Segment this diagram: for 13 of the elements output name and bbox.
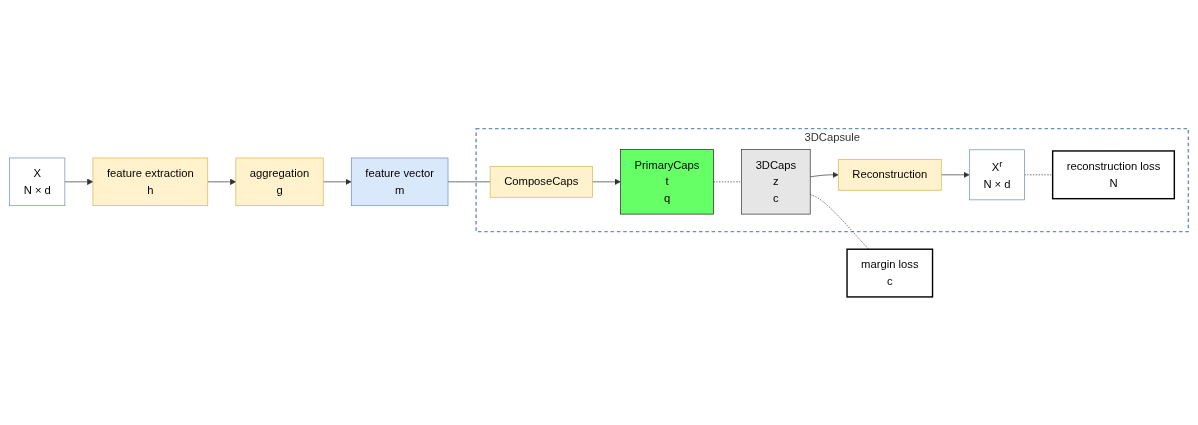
connector bbox=[713, 181, 742, 182]
node-box: margin loss c bbox=[846, 248, 934, 298]
connector bbox=[809, 193, 869, 250]
node-box: PrimaryCaps t q bbox=[620, 148, 714, 215]
node-box: X$^{r}$ N × d bbox=[969, 149, 1025, 200]
node-box: aggregation g bbox=[235, 157, 324, 206]
node-box: Reconstruction bbox=[837, 158, 942, 191]
node-box: reconstruction loss N bbox=[1051, 149, 1176, 200]
node-box: X N × d bbox=[9, 157, 66, 206]
node-box: feature extraction h bbox=[92, 157, 209, 206]
node-box: feature vector m bbox=[350, 157, 449, 206]
node-box: 3DCaps z c bbox=[741, 148, 811, 215]
node-box: ComposeCaps bbox=[489, 165, 593, 198]
